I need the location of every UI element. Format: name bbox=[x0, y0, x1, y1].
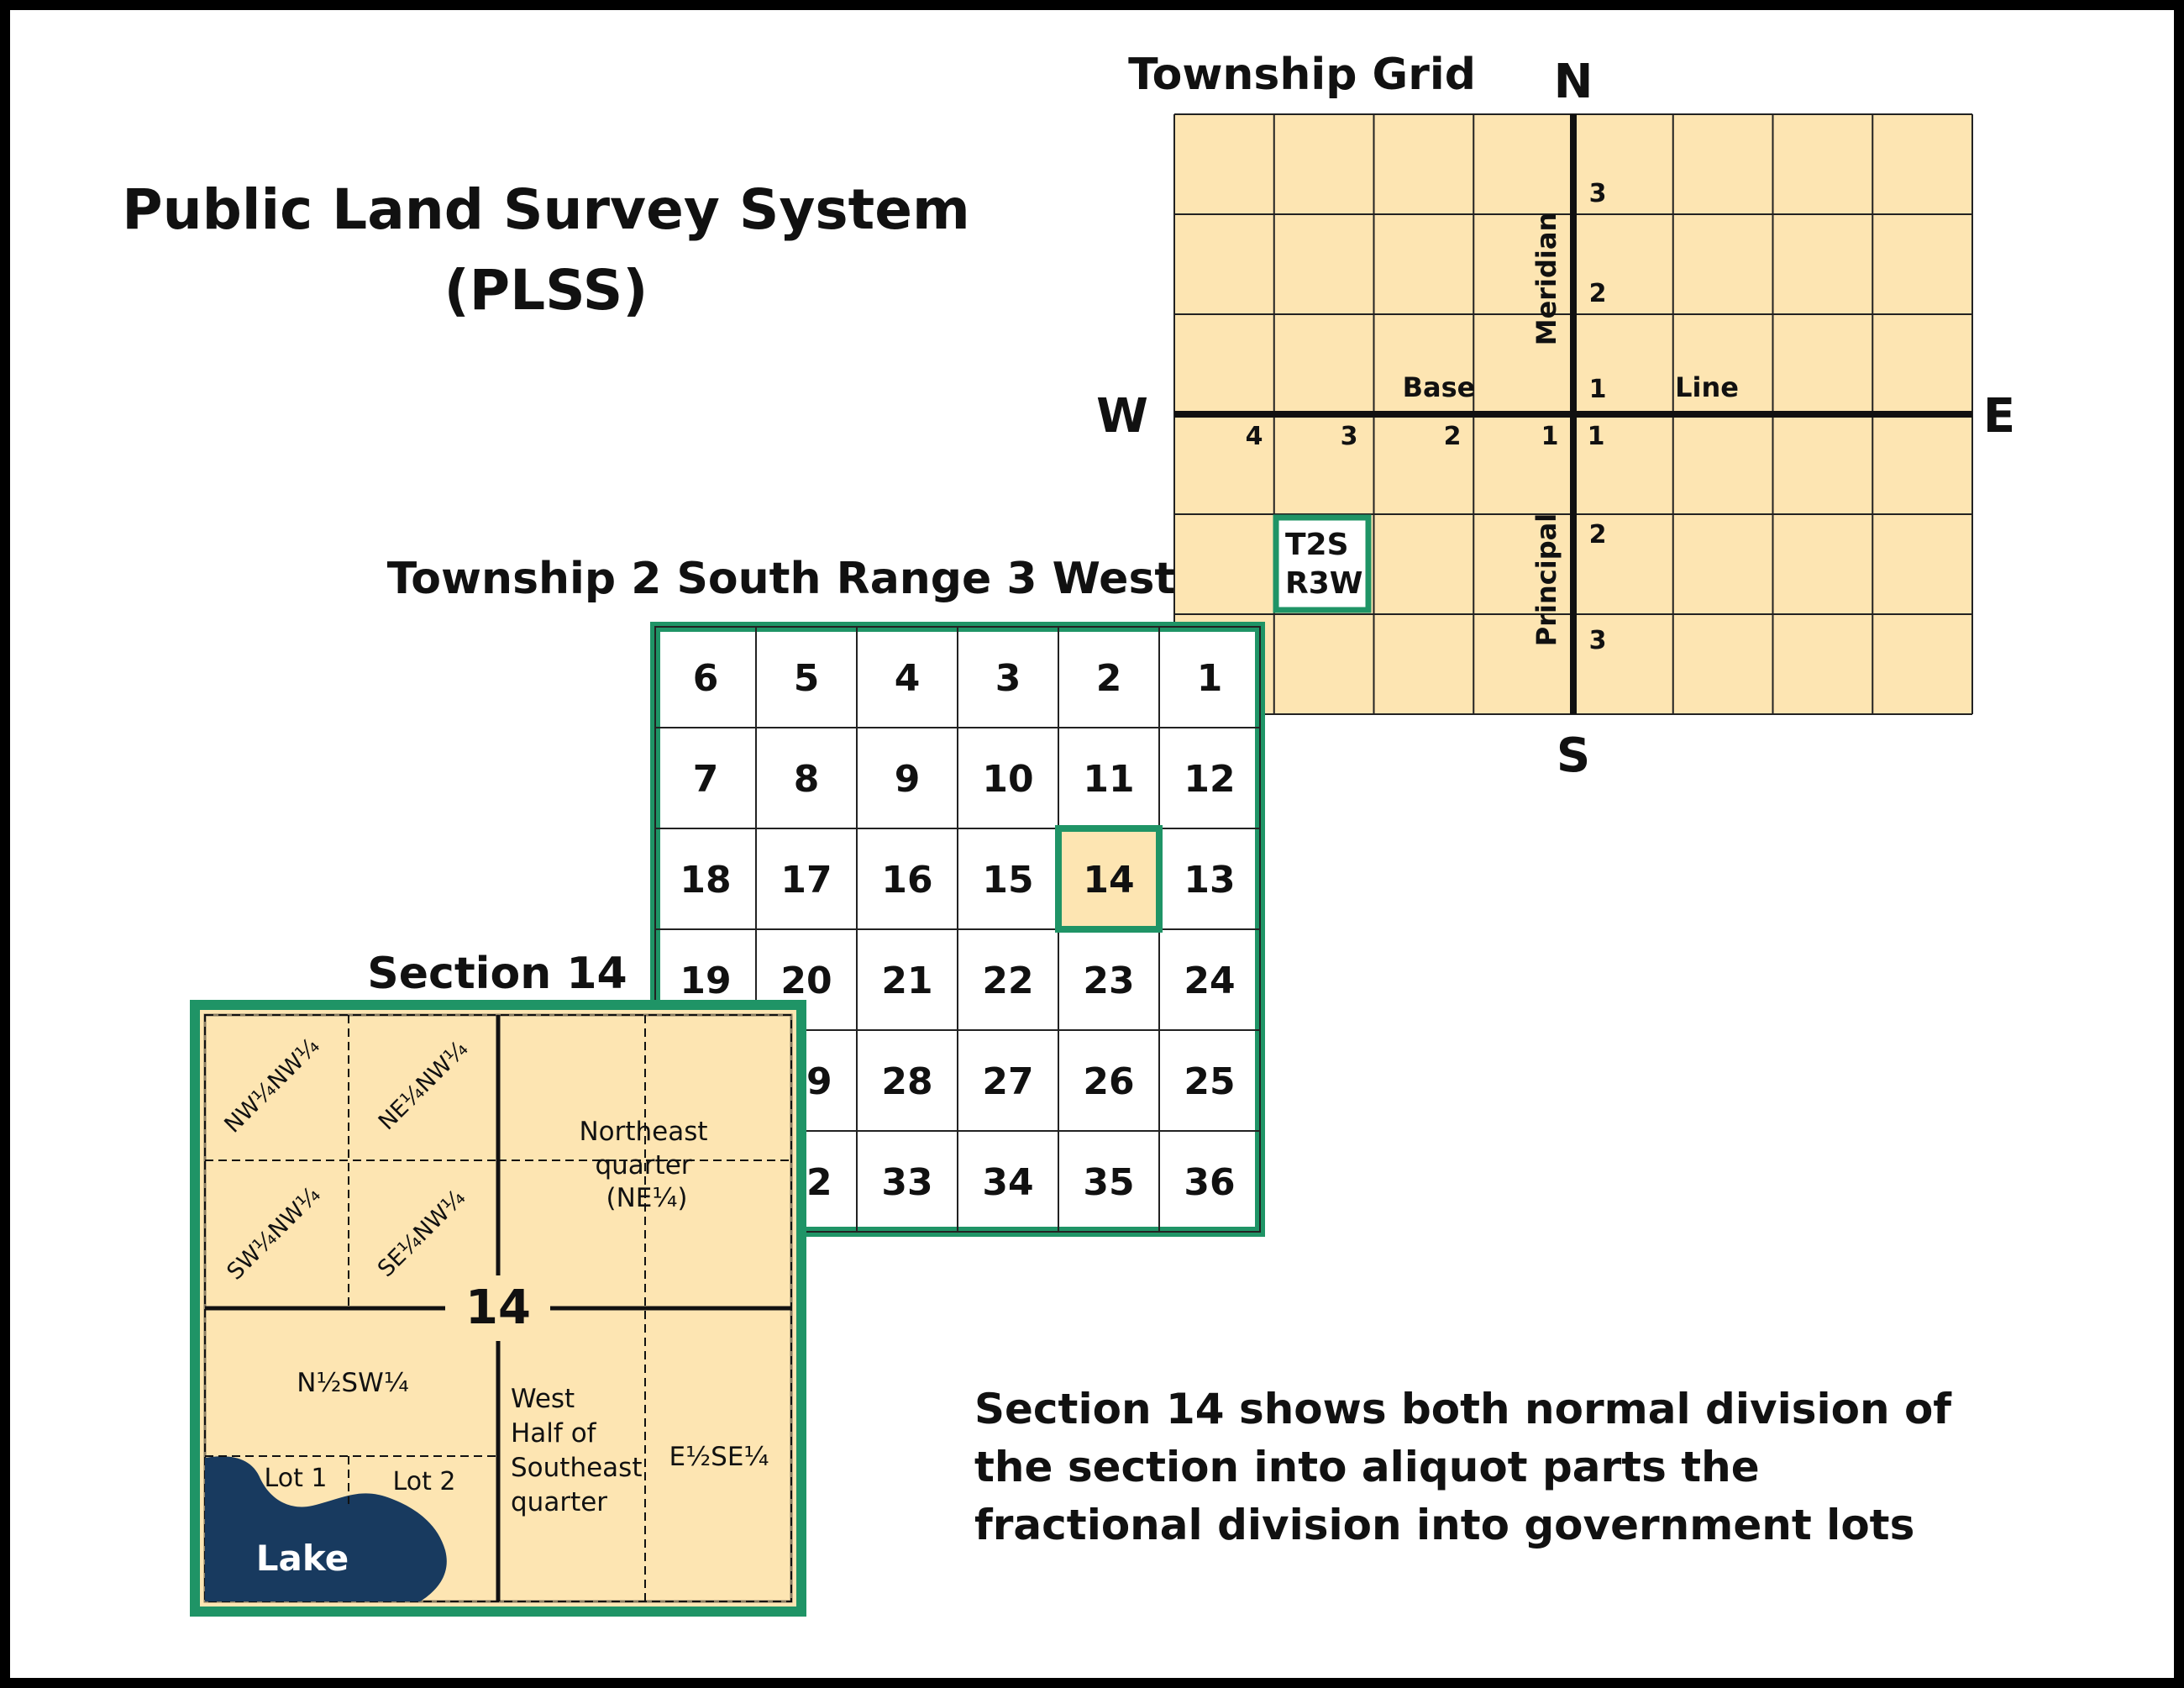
range-west-1: 1 bbox=[1541, 422, 1559, 451]
section-number-19: 19 bbox=[680, 960, 731, 1002]
section-number-14: 14 bbox=[1083, 859, 1134, 902]
compass-north: N bbox=[1554, 55, 1593, 109]
caption-line-3: fractional division into government lots bbox=[974, 1501, 1914, 1549]
section-number: 14 bbox=[465, 1280, 531, 1335]
section-number-18: 18 bbox=[680, 859, 731, 902]
section-number-24: 24 bbox=[1184, 960, 1235, 1002]
section-cell bbox=[1158, 1130, 1261, 1233]
section-number-26: 26 bbox=[1083, 1060, 1134, 1103]
lot-2-label: Lot 2 bbox=[393, 1467, 456, 1496]
base-line-word-line: Line bbox=[1675, 371, 1739, 403]
lot-1-label: Lot 1 bbox=[265, 1464, 328, 1493]
township-label: Township 2 South Range 3 West bbox=[387, 554, 1176, 604]
compass-south: S bbox=[1557, 728, 1590, 783]
section-number-33: 33 bbox=[881, 1161, 932, 1204]
ne-quarter-line-3: (NE¼) bbox=[606, 1183, 687, 1213]
township-grid-highlight-line-2: R3W bbox=[1285, 566, 1362, 601]
section-number-27: 27 bbox=[982, 1060, 1033, 1103]
meridian-word-principal: Principal bbox=[1530, 513, 1562, 646]
section-number-4: 4 bbox=[895, 657, 921, 700]
e-half-se-label: E½SE¼ bbox=[669, 1442, 769, 1472]
section-number-35: 35 bbox=[1083, 1161, 1134, 1204]
range-west-3: 3 bbox=[1341, 422, 1358, 451]
section-number-8: 8 bbox=[794, 758, 820, 801]
w-half-se-line-2: Half of bbox=[511, 1418, 597, 1449]
section-number-17: 17 bbox=[780, 859, 832, 902]
section-number-34: 34 bbox=[982, 1161, 1033, 1204]
w-half-se-line-4: quarter bbox=[511, 1487, 607, 1517]
n-half-sw-label: N½SW¼ bbox=[297, 1368, 409, 1398]
base-line-word-base: Base bbox=[1403, 371, 1476, 403]
township-grid-highlight-line-1: T2S bbox=[1285, 528, 1349, 562]
tier-south-1: 1 bbox=[1588, 422, 1605, 451]
section-number-9: 9 bbox=[895, 758, 921, 801]
lake-shape bbox=[205, 1456, 447, 1601]
title-line-1: Public Land Survey System bbox=[122, 177, 970, 242]
caption-line-1: Section 14 shows both normal division of bbox=[974, 1385, 1952, 1433]
tier-south-3: 3 bbox=[1589, 626, 1607, 655]
section-number-21: 21 bbox=[881, 960, 932, 1002]
section-number-5: 5 bbox=[794, 657, 820, 700]
section-14-highlight bbox=[1055, 825, 1163, 933]
section-number-23: 23 bbox=[1083, 960, 1134, 1002]
w-half-se-line-1: West bbox=[511, 1384, 575, 1414]
ne-quarter-line-1: Northeast bbox=[579, 1117, 707, 1147]
title-line-2: (PLSS) bbox=[444, 258, 648, 323]
township-grid-highlight bbox=[1273, 514, 1372, 613]
section-14-fill bbox=[1058, 828, 1159, 929]
section-number-6: 6 bbox=[693, 657, 719, 700]
township-grid bbox=[1173, 113, 1973, 715]
section-number-12: 12 bbox=[1184, 758, 1235, 801]
section-number-3: 3 bbox=[995, 657, 1021, 700]
section-number-28: 28 bbox=[881, 1060, 932, 1103]
section-number-2: 2 bbox=[1096, 657, 1122, 700]
range-west-4: 4 bbox=[1246, 422, 1263, 451]
compass-east: E bbox=[1983, 389, 2015, 444]
section-number-10: 10 bbox=[982, 758, 1033, 801]
w-half-se-line-3: Southeast bbox=[511, 1453, 642, 1483]
section-number-16: 16 bbox=[881, 859, 932, 902]
section-number-36: 36 bbox=[1184, 1161, 1235, 1204]
section-number-20: 20 bbox=[780, 960, 832, 1002]
section-number-15: 15 bbox=[982, 859, 1033, 902]
tier-south-2: 2 bbox=[1589, 520, 1607, 550]
section-14-detail bbox=[190, 1000, 806, 1617]
section-number-7: 7 bbox=[693, 758, 719, 801]
township-grid-label: Township Grid bbox=[1128, 50, 1476, 100]
tier-north-2: 2 bbox=[1589, 279, 1607, 308]
ne-quarter-line-2: quarter bbox=[595, 1150, 691, 1181]
tier-north-1: 1 bbox=[1589, 375, 1607, 404]
compass-west: W bbox=[1096, 389, 1148, 444]
meridian-word-meridian: Meridian bbox=[1530, 213, 1562, 346]
range-west-2: 2 bbox=[1444, 422, 1462, 451]
lake-label: Lake bbox=[256, 1538, 349, 1579]
tier-north-3: 3 bbox=[1589, 179, 1607, 208]
section-label: Section 14 bbox=[367, 949, 627, 999]
section-number-25: 25 bbox=[1184, 1060, 1235, 1103]
section-number-13: 13 bbox=[1184, 859, 1235, 902]
section-number-11: 11 bbox=[1083, 758, 1134, 801]
section-number-22: 22 bbox=[982, 960, 1033, 1002]
section-number-1: 1 bbox=[1197, 657, 1223, 700]
caption-line-2: the section into aliquot parts the bbox=[974, 1443, 1760, 1491]
